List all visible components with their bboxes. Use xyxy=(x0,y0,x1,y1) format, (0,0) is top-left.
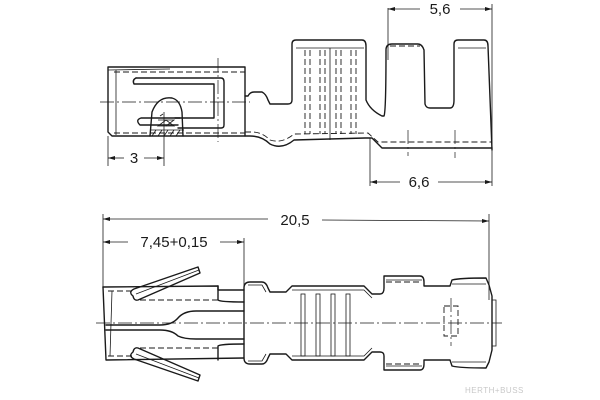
watermark: HERTH+BUSS xyxy=(465,386,524,395)
dimension-label-7-45: 7,45+0,15 xyxy=(140,234,207,251)
dimension-label-3: 3 xyxy=(130,150,138,167)
dimension-label-20-5: 20,5 xyxy=(280,212,309,229)
dimension-7-45: 7,45+0,15 xyxy=(103,234,245,290)
dimension-5-6: 5,6 xyxy=(387,1,493,150)
dimension-3: 3 xyxy=(107,136,164,167)
lower-view: 20,5 7,45+0,15 xyxy=(96,212,502,382)
dimension-label-5-6: 5,6 xyxy=(430,1,451,18)
dimension-20-5: 20,5 xyxy=(102,212,490,300)
dimension-6-6: 6,6 xyxy=(370,148,493,191)
upper-view: 5,6 xyxy=(100,1,493,191)
dimension-label-6-6: 6,6 xyxy=(409,174,430,191)
